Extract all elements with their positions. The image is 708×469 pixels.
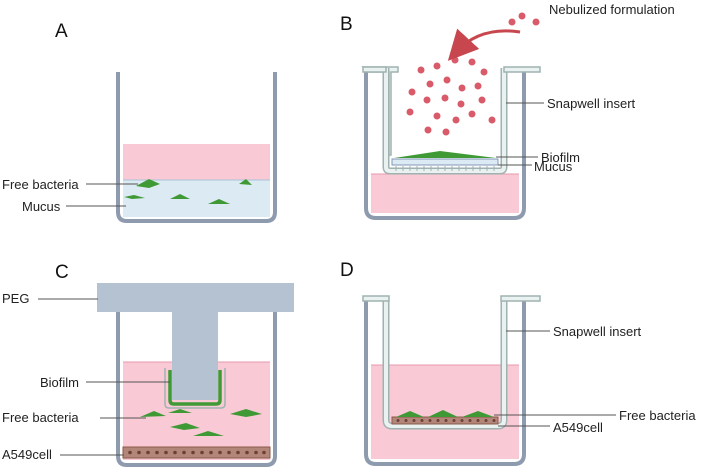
panel-c-letter: C: [55, 262, 69, 283]
panel-b-biofilm-label: Biofilm: [541, 150, 580, 165]
panel-a-bacteria: [124, 179, 252, 204]
panel-d-a549-label: A549cell: [553, 420, 603, 435]
panel-b-mucus-membrane: [391, 158, 499, 166]
panel-c-biofilm: [168, 370, 222, 406]
panel-c-free-bacteria-label: Free bacteria: [2, 410, 79, 425]
panel-d-bacteria: [396, 410, 494, 417]
panel-d-snapwell-insert: [362, 295, 541, 430]
panel-b-biofilm: [394, 151, 496, 158]
panel-d-a549-nuclei: [396, 419, 496, 422]
panel-a: A Free bacteria Mucus: [2, 21, 277, 223]
panel-b: B: [340, 2, 675, 220]
panel-b-snapwell-insert: [361, 66, 541, 175]
panel-c-peg-block: [97, 283, 294, 400]
panel-b-mucus-label: Mucus: [534, 159, 573, 174]
panel-c-bacteria: [140, 409, 262, 436]
panel-a-free-bacteria-label: Free bacteria: [2, 177, 79, 192]
panel-d-free-bacteria-label: Free bacteria: [619, 408, 696, 423]
panel-b-membrane-pores: [395, 166, 495, 171]
panel-b-nebulized-label: Nebulized formulation: [549, 2, 675, 17]
panel-a-letter: A: [55, 21, 68, 42]
panel-a-well: [116, 72, 277, 223]
panel-d-well: [364, 300, 526, 466]
panel-c: C PEG: [2, 262, 294, 467]
panel-b-nebulizer-arrow: [447, 28, 521, 61]
panel-b-well: [364, 72, 526, 220]
panel-c-biofilm-label: Biofilm: [40, 375, 79, 390]
panel-c-a549-nuclei: [128, 450, 266, 455]
panel-c-a549-layer: [122, 446, 271, 459]
panel-b-nebulized-droplets: [406, 12, 540, 136]
panel-c-peg-label: PEG: [2, 291, 29, 306]
panel-d-snapwell-label: Snapwell insert: [553, 324, 642, 339]
panel-c-a549-label: A549cell: [2, 447, 52, 462]
panel-c-peg-stem: [172, 312, 218, 400]
panel-c-peg-cap: [97, 283, 294, 312]
panel-d-letter: D: [340, 260, 354, 281]
panel-b-letter: B: [340, 14, 353, 35]
panel-d: D Snapwell inse: [340, 260, 696, 466]
panel-a-mucus-label: Mucus: [22, 199, 61, 214]
panel-b-medium: [371, 174, 519, 213]
panel-a-medium: [123, 144, 270, 180]
panel-b-snapwell-label: Snapwell insert: [547, 96, 636, 111]
